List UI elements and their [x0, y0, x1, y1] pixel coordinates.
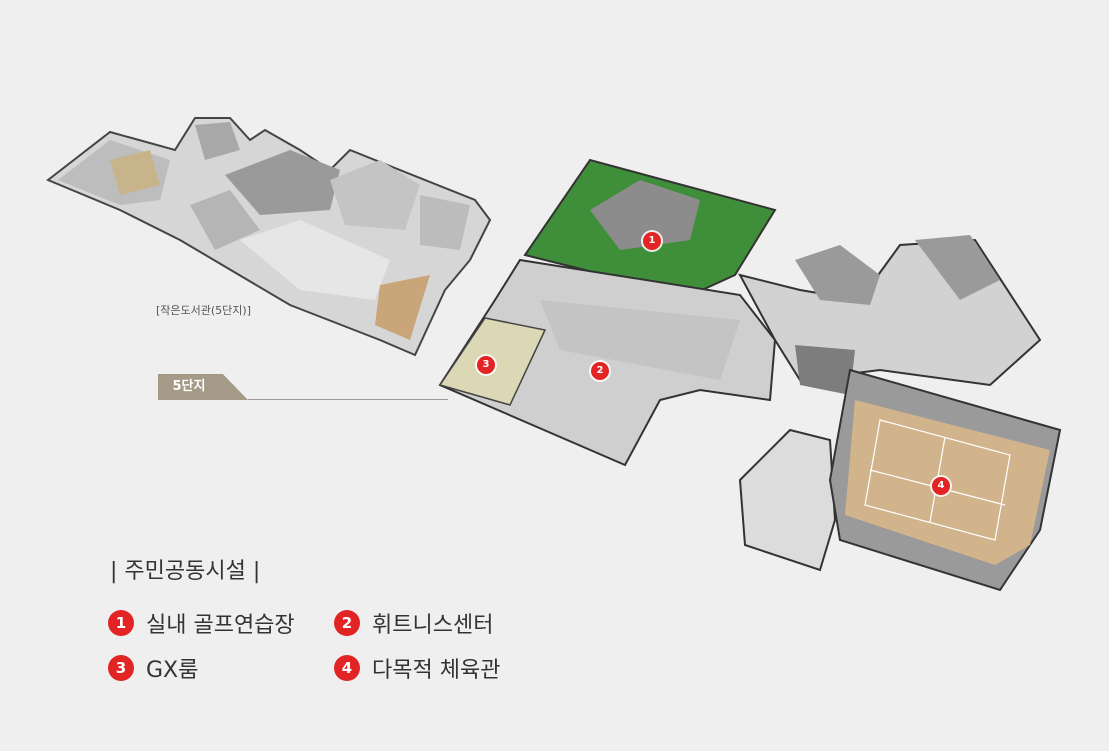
legend-label: GX룸 [146, 658, 199, 683]
legend-item-fitness: 2 휘트니스센터 [334, 607, 493, 639]
library-caption: [작은도서관(5단지)] [156, 304, 252, 317]
legend-title: | 주민공동시설 | [110, 559, 261, 584]
map-pin-1[interactable]: 1 [643, 232, 661, 250]
legend-item-golf: 1 실내 골프연습장 [108, 607, 295, 639]
legend-label: 실내 골프연습장 [146, 613, 295, 638]
legend-item-gx: 3 GX룸 [108, 652, 198, 684]
library-building [46, 117, 492, 357]
facility-building [438, 158, 1062, 592]
legend-label: 다목적 체육관 [372, 658, 501, 683]
legend-number: 4 [334, 655, 360, 681]
legend-label: 휘트니스센터 [372, 613, 494, 638]
map-pin-2[interactable]: 2 [591, 362, 609, 380]
facility-legend: | 주민공동시설 | 1 실내 골프연습장 2 휘트니스센터 3 GX룸 4 다… [108, 553, 500, 683]
legend-item-gym: 4 다목적 체육관 [334, 652, 500, 684]
block-tag-leader-line [248, 399, 448, 400]
map-pin-3[interactable]: 3 [477, 356, 495, 374]
block-tag: 5단지 [158, 374, 248, 400]
legend-number: 1 [108, 610, 134, 636]
block-tag-label: 5단지 [172, 379, 206, 394]
map-pin-4[interactable]: 4 [932, 477, 950, 495]
legend-number: 2 [334, 610, 360, 636]
legend-number: 3 [108, 655, 134, 681]
